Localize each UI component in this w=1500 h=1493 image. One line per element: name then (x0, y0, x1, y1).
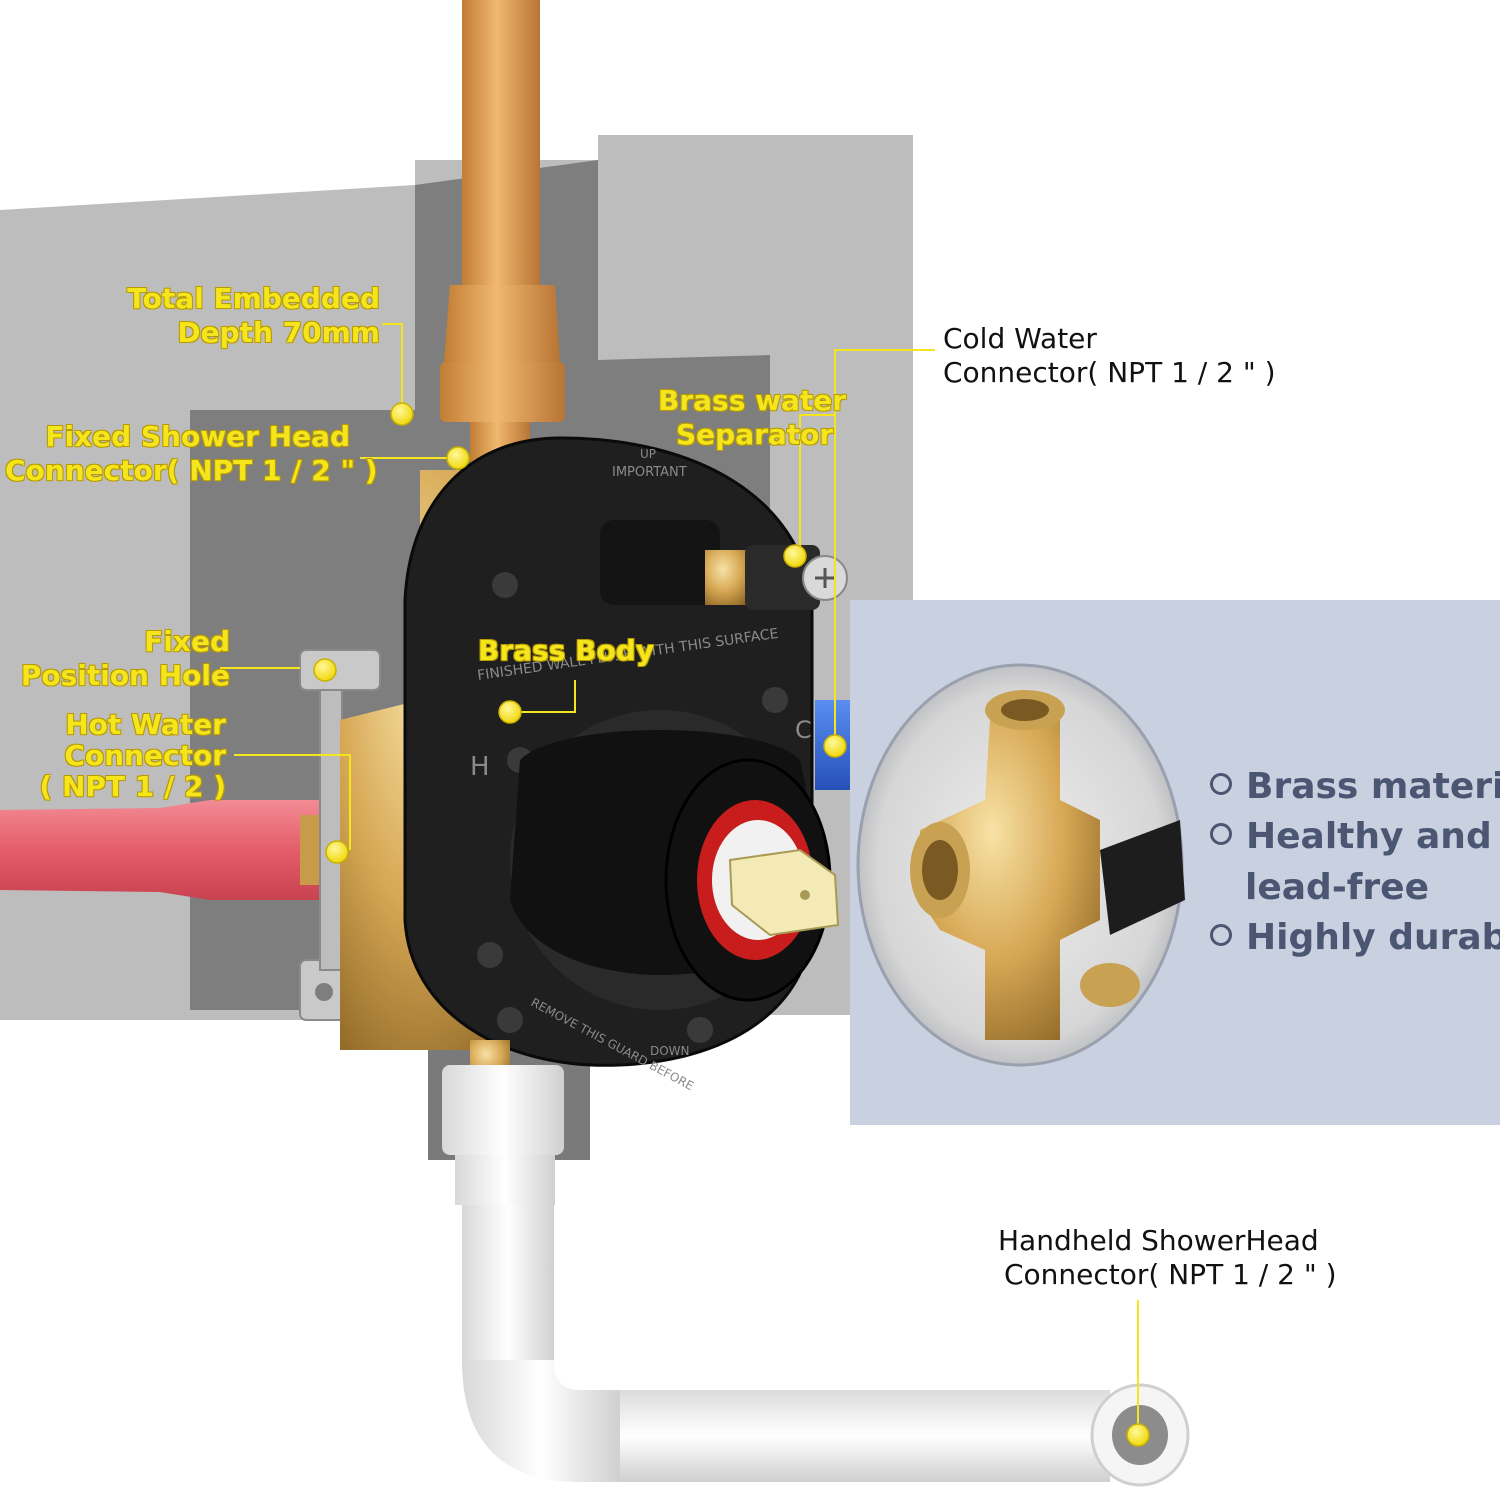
marking-important: IMPORTANT (612, 465, 687, 480)
label-fixed-shower-head-line1: Fixed Shower Head (45, 420, 350, 453)
label-cold-water-line2: Connector( NPT 1 / 2 " ) (943, 355, 1276, 389)
label-handheld-showerhead-line2: Connector( NPT 1 / 2 " ) (1004, 1257, 1337, 1291)
feature-brass-material: Brass material (1246, 766, 1500, 807)
feature-healthy: Healthy and (1246, 816, 1492, 858)
marking-up: UP (640, 447, 656, 461)
feature-lead-free: lead-free (1245, 866, 1430, 908)
label-cold-water-line1: Cold Water (943, 322, 1097, 355)
label-fixed-position-hole-line2: Position Hole (20, 658, 230, 692)
bullet-icon (1210, 823, 1232, 846)
label-cold-water: Cold Water Connector( NPT 1 / 2 " ) (943, 322, 1276, 389)
label-total-depth: Total Embedded Depth 70mm (120, 282, 380, 349)
label-hot-water-line2: Connector (64, 738, 226, 772)
bullet-icon (1210, 924, 1232, 947)
feature-item: Healthy and (1210, 812, 1500, 862)
label-hot-water-line1: Hot Water (65, 708, 226, 741)
feature-list: Brass material Healthy and lead-free Hig… (1210, 762, 1500, 964)
label-brass-water-separator-line1: Brass water (658, 384, 847, 417)
label-fixed-position-hole: Fixed Position Hole (20, 625, 230, 692)
marking-cold: C (795, 716, 812, 744)
label-total-depth-line1: Total Embedded (127, 282, 380, 315)
label-handheld-showerhead: Handheld ShowerHead Connector( NPT 1 / 2… (998, 1224, 1337, 1291)
feature-item: Brass material (1210, 762, 1500, 812)
label-fixed-position-hole-line1: Fixed (144, 625, 230, 658)
label-brass-water-separator-line2: Separator (676, 417, 834, 451)
marking-down: DOWN (650, 1044, 690, 1058)
bullet-icon (1210, 773, 1232, 795)
feature-highly-durable: Highly durable (1246, 917, 1500, 959)
label-hot-water-line3: ( NPT 1 / 2 ) (39, 769, 226, 803)
label-fixed-shower-head-line2: Connector( NPT 1 / 2 " ) (5, 453, 378, 487)
label-total-depth-line2: Depth 70mm (177, 315, 380, 349)
label-brass-water-separator: Brass water Separator (658, 384, 846, 451)
label-fixed-shower-head: Fixed Shower Head Connector( NPT 1 / 2 "… (5, 420, 378, 487)
label-handheld-showerhead-line1: Handheld ShowerHead (998, 1224, 1319, 1257)
label-brass-body: Brass Body (478, 634, 654, 667)
label-hot-water: Hot Water Connector ( NPT 1 / 2 ) (30, 708, 226, 803)
feature-item-continued: lead-free (1210, 863, 1500, 913)
marking-hot: H (470, 752, 490, 782)
feature-item: Highly durable (1210, 913, 1500, 963)
